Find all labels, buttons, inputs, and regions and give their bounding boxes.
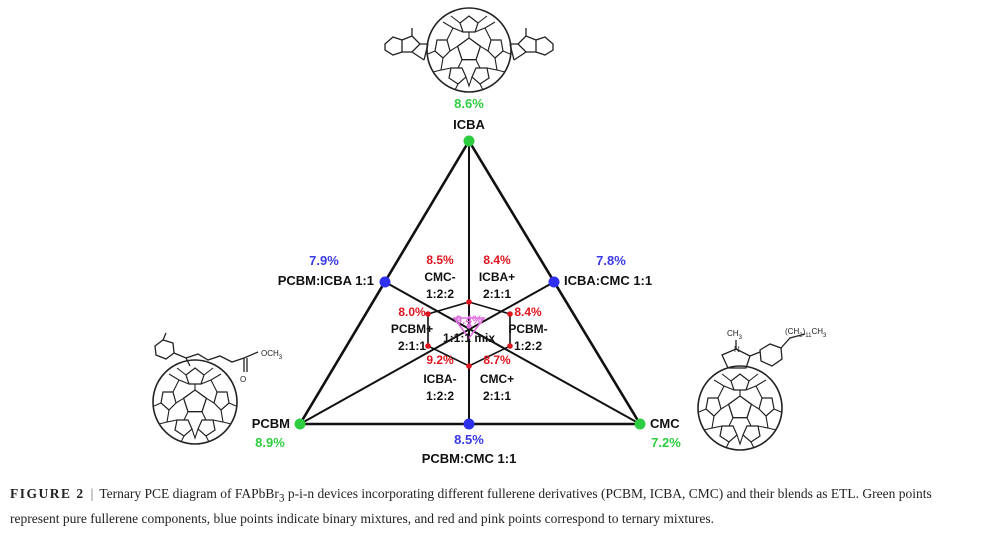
median-cmc (384, 281, 641, 425)
icba-plus-pce: 8.4% (483, 253, 511, 267)
pcbm-icba-label: PCBM:ICBA 1:1 (278, 273, 374, 288)
median-pcbm (299, 281, 555, 425)
icba-cmc-point (548, 276, 560, 288)
icba-plus-ratio: 2:1:1 (483, 287, 511, 301)
ternary-point-top (466, 299, 472, 305)
caption-separator: | (90, 486, 94, 501)
ternary-point-upper-left (425, 311, 431, 317)
caption-text-start: Ternary PCE diagram of FAPbBr (99, 486, 279, 501)
icba-pce: 8.6% (454, 96, 484, 111)
cmc-point (634, 418, 646, 430)
icba-cmc-pce: 7.8% (596, 253, 626, 268)
pcbm-cmc-pce: 8.5% (454, 432, 484, 447)
cmc-minus-pce: 8.5% (426, 253, 454, 267)
ternary-point-upper-right (507, 311, 513, 317)
ternary-diagram: OCH3 O CH3 N (CH2)11CH3 8.6% ICBA PCBM 8… (152, 7, 827, 466)
pcbm-cmc-label: PCBM:CMC 1:1 (422, 451, 517, 466)
cmc-structure: CH3 N (CH2)11CH3 (697, 327, 827, 451)
pcbm-label: PCBM (252, 416, 290, 431)
cmc-pce: 7.2% (651, 435, 681, 450)
icba-plus-label: ICBA+ (479, 270, 515, 284)
icba-point (463, 135, 475, 147)
icba-minus-label: ICBA- (423, 372, 456, 386)
center-point (466, 323, 472, 329)
pcbm-plus-label: PCBM+ (391, 322, 433, 336)
caption-text-rest: p-i-n devices incorporating different fu… (10, 486, 932, 526)
cmc-plus-label: CMC+ (480, 372, 514, 386)
pcbm-minus-ratio: 1:2:2 (514, 339, 542, 353)
pcbm-cmc-point (463, 418, 475, 430)
icba-structure (384, 7, 554, 93)
pcbm-plus-pce: 8.0% (398, 305, 426, 319)
icba-minus-ratio: 1:2:2 (426, 389, 454, 403)
cmc-plus-ratio: 2:1:1 (483, 389, 511, 403)
pcbm-minus-pce: 8.4% (514, 305, 542, 319)
pcbm-plus-ratio: 2:1:1 (398, 339, 426, 353)
pcbm-structure: OCH3 O (152, 332, 283, 445)
cmc-methyl-label: CH3 (727, 329, 743, 341)
icba-label: ICBA (453, 117, 485, 132)
ternary-point-lower-right (507, 343, 513, 349)
cmc-minus-label: CMC- (424, 270, 455, 284)
pcbm-carbonyl-o: O (240, 375, 246, 384)
figure-caption: FIGURE 2|Ternary PCE diagram of FAPbBr3 … (10, 484, 975, 529)
pcbm-substituent-label: OCH3 (261, 349, 283, 361)
pcbm-icba-point (379, 276, 391, 288)
icba-cmc-label: ICBA:CMC 1:1 (564, 273, 652, 288)
ternary-point-lower-left (425, 343, 431, 349)
cmc-chain-label: (CH2)11CH3 (785, 327, 827, 339)
ternary-point-bottom (466, 363, 472, 369)
center-triangle (452, 317, 486, 340)
icba-minus-pce: 9.2% (426, 353, 454, 367)
center-pce: 9.4% (455, 313, 483, 327)
pcbm-minus-label: PCBM- (508, 322, 547, 336)
pcbm-icba-pce: 7.9% (309, 253, 339, 268)
ternary-figure: OCH3 O CH3 N (CH2)11CH3 8.6% ICBA PCBM 8… (152, 7, 827, 466)
caption-subscript: 3 (278, 492, 285, 505)
pcbm-pce: 8.9% (255, 435, 285, 450)
center-label: 1:1:1 mix (443, 331, 495, 345)
caption-label: FIGURE 2 (10, 486, 85, 501)
cmc-label: CMC (650, 416, 680, 431)
pcbm-point (294, 418, 306, 430)
cmc-minus-ratio: 1:2:2 (426, 287, 454, 301)
cmc-plus-pce: 8.7% (483, 353, 511, 367)
cmc-nitrogen-label: N (734, 345, 740, 354)
